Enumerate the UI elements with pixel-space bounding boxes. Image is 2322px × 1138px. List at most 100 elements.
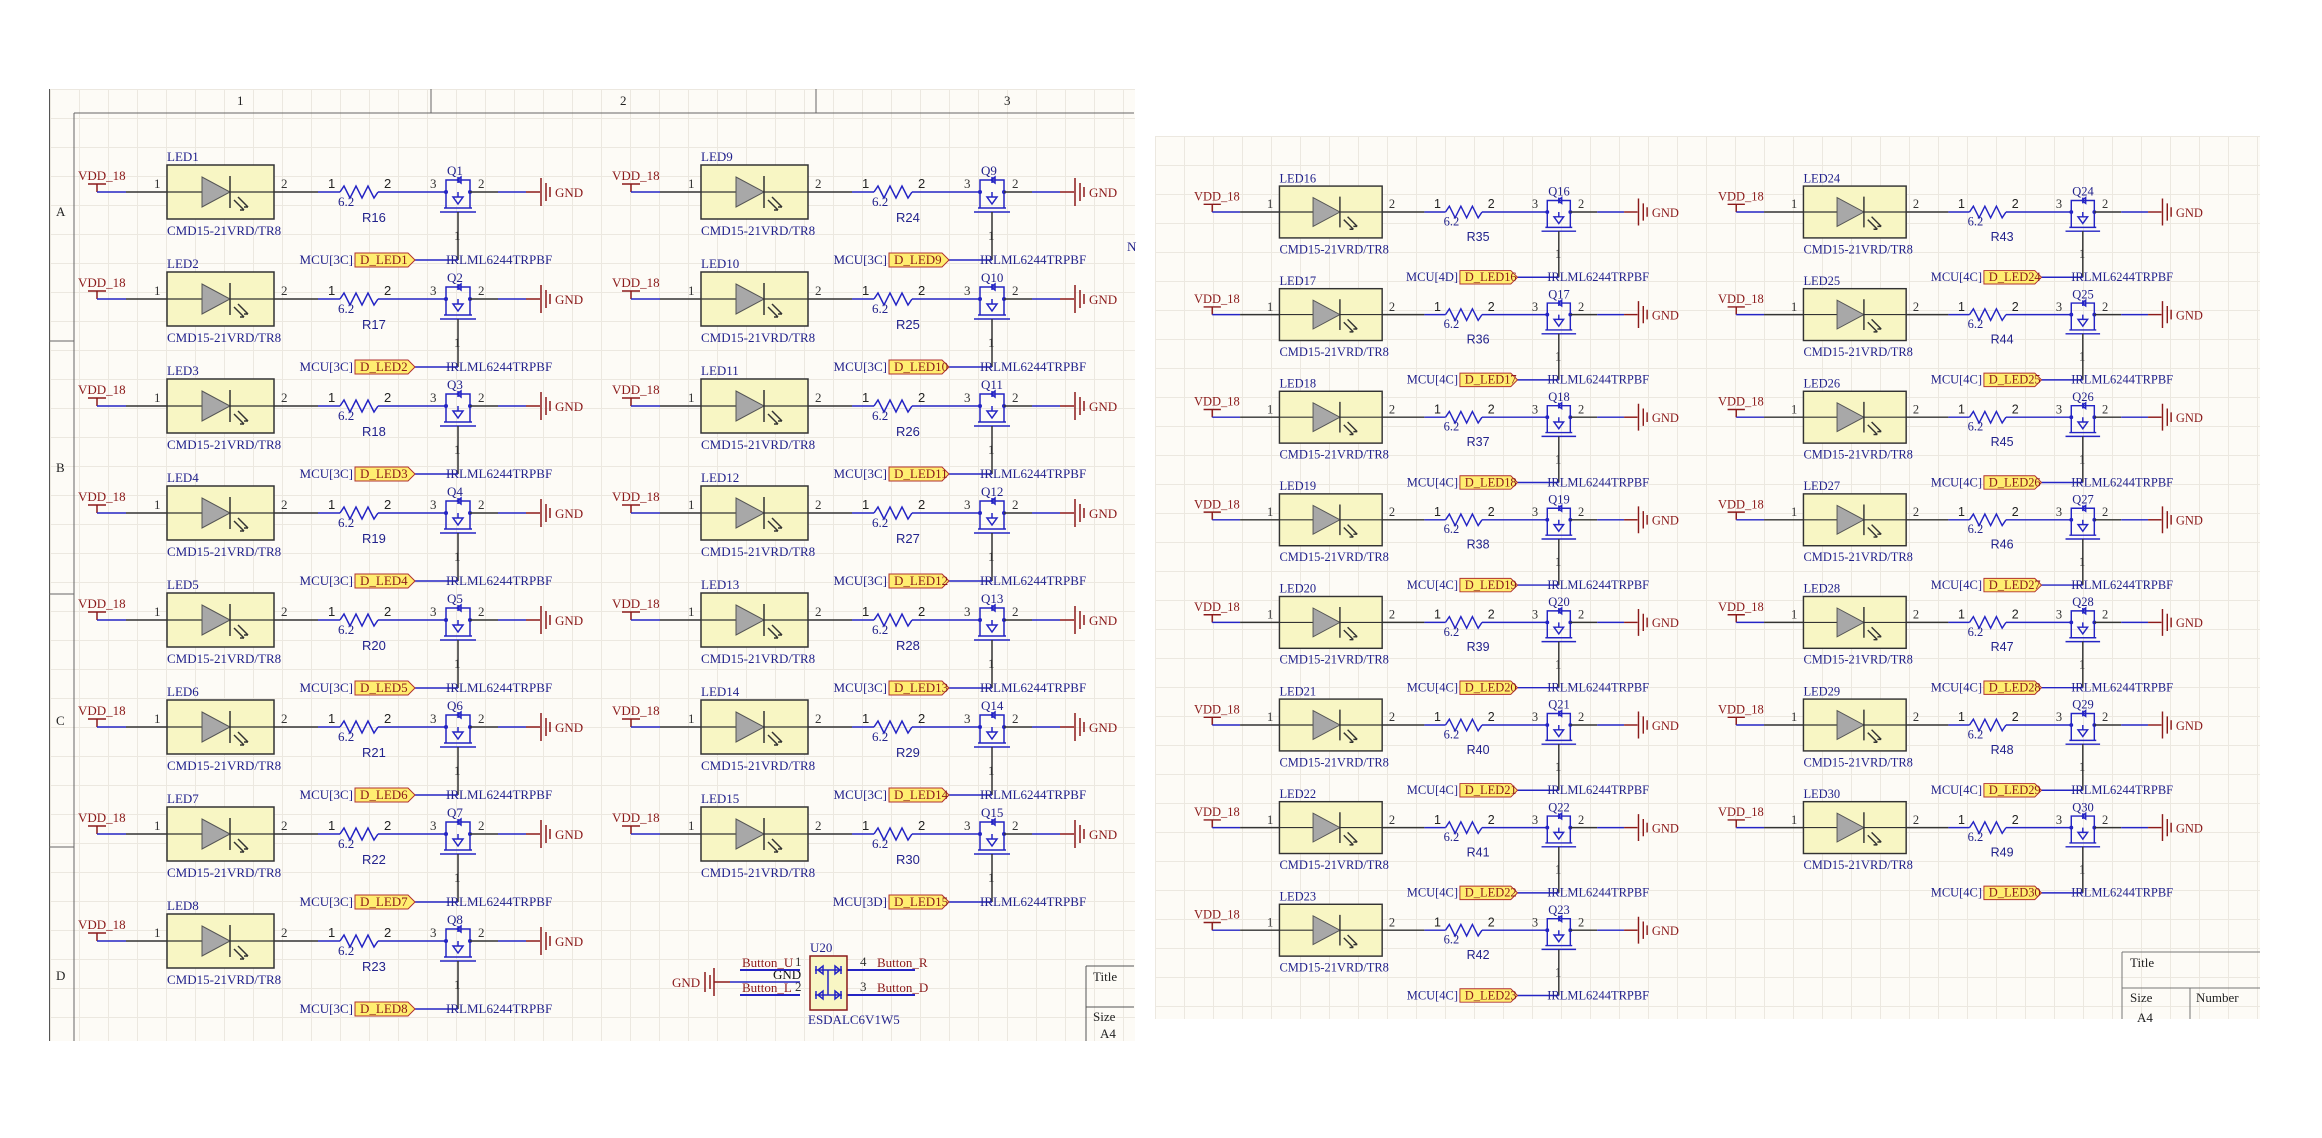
mosfet-icon[interactable]	[1541, 503, 1577, 540]
mosfet-icon[interactable]	[1541, 811, 1577, 848]
resistor-icon[interactable]	[1444, 922, 1483, 938]
net-port[interactable]	[1983, 475, 2043, 490]
resistor-icon[interactable]	[1444, 820, 1483, 835]
resistor-icon[interactable]	[1444, 409, 1483, 425]
pin-number: 3	[1532, 813, 1538, 827]
resistor-icon[interactable]	[1968, 820, 2007, 835]
net-port[interactable]	[1459, 783, 1519, 798]
resistor-icon[interactable]	[1444, 615, 1483, 630]
resistor-icon[interactable]	[339, 291, 379, 307]
mosfet-icon[interactable]	[440, 817, 476, 855]
net-port[interactable]	[354, 1001, 416, 1017]
size-label: Size	[1093, 1009, 1116, 1024]
resistor-icon[interactable]	[1444, 512, 1483, 528]
mosfet-icon[interactable]	[974, 389, 1010, 427]
net-port[interactable]	[1983, 680, 2043, 695]
mosfet-icon[interactable]	[974, 496, 1010, 534]
net-port[interactable]	[1459, 680, 1519, 695]
mosfet-icon[interactable]	[1541, 709, 1577, 745]
net-port[interactable]	[354, 680, 416, 696]
mosfet-icon[interactable]	[440, 175, 476, 213]
mosfet-icon[interactable]	[1541, 606, 1577, 643]
net-port[interactable]	[1459, 270, 1519, 285]
net-port[interactable]	[354, 359, 416, 375]
resistor-icon[interactable]	[1968, 307, 2007, 322]
resistor-icon[interactable]	[873, 612, 913, 628]
net-port[interactable]	[354, 466, 416, 482]
mosfet-icon[interactable]	[440, 710, 476, 748]
resistor-icon[interactable]	[339, 398, 379, 414]
mosfet-icon[interactable]	[974, 175, 1010, 213]
net-port[interactable]	[1459, 577, 1519, 593]
resistor-icon[interactable]	[1968, 512, 2007, 528]
mosfet-icon[interactable]	[1541, 401, 1577, 438]
net-port[interactable]	[888, 787, 950, 803]
esd-protection-u20[interactable]: GND GND Button_U Button_L Button_R Butto…	[672, 940, 928, 1027]
resistor-icon[interactable]	[339, 612, 379, 628]
led-ref: LED5	[167, 577, 199, 592]
resistor-icon[interactable]	[1968, 204, 2007, 220]
pin-number: 1	[688, 604, 695, 619]
net-port[interactable]	[1983, 372, 2043, 388]
mosfet-icon[interactable]	[440, 603, 476, 641]
mosfet-icon[interactable]	[974, 817, 1010, 855]
mosfet-icon[interactable]	[1541, 196, 1577, 232]
net-port[interactable]	[1459, 372, 1519, 388]
net-port[interactable]	[1459, 475, 1519, 490]
net-port[interactable]	[888, 573, 950, 589]
resistor-value: 6.2	[872, 408, 888, 423]
net-port[interactable]	[888, 359, 950, 375]
net-port[interactable]	[1983, 270, 2043, 285]
mosfet-icon[interactable]	[440, 924, 476, 962]
mosfet-icon[interactable]	[2065, 298, 2101, 335]
resistor-icon[interactable]	[339, 826, 379, 842]
mosfet-icon[interactable]	[440, 496, 476, 534]
resistor-icon[interactable]	[873, 826, 913, 842]
net-port[interactable]	[1983, 783, 2043, 798]
net-port[interactable]	[354, 573, 416, 589]
mosfet-icon[interactable]	[2065, 196, 2101, 232]
resistor-icon[interactable]	[339, 933, 379, 949]
gnd-label: GND	[2176, 719, 2203, 733]
net-port[interactable]	[888, 680, 950, 696]
mosfet-icon[interactable]	[1541, 914, 1577, 951]
net-port[interactable]	[888, 894, 950, 910]
mosfet-icon[interactable]	[974, 282, 1010, 320]
mosfet-icon[interactable]	[2065, 811, 2101, 848]
mosfet-icon[interactable]	[2065, 401, 2101, 438]
resistor-icon[interactable]	[339, 184, 379, 200]
mosfet-icon[interactable]	[2065, 709, 2101, 745]
resistor-icon[interactable]	[1968, 615, 2007, 630]
resistor-icon[interactable]	[873, 398, 913, 414]
resistor-icon[interactable]	[873, 291, 913, 307]
mosfet-icon[interactable]	[2065, 503, 2101, 540]
resistor-icon[interactable]	[873, 505, 913, 521]
pin-number: 2	[281, 390, 288, 405]
resistor-icon[interactable]	[873, 719, 913, 735]
net-port[interactable]	[354, 787, 416, 803]
mosfet-icon[interactable]	[440, 389, 476, 427]
net-port[interactable]	[354, 252, 416, 268]
resistor-icon[interactable]	[1444, 204, 1483, 220]
resistor-icon[interactable]	[873, 184, 913, 200]
net-port[interactable]	[354, 894, 416, 910]
resistor-icon[interactable]	[339, 719, 379, 735]
mosfet-icon[interactable]	[974, 710, 1010, 748]
resistor-icon[interactable]	[1968, 409, 2007, 425]
net-port[interactable]	[1459, 885, 1519, 901]
light-emission-icon	[1339, 196, 1358, 231]
net-port[interactable]	[888, 466, 950, 482]
mosfet-icon[interactable]	[2065, 606, 2101, 643]
net-port[interactable]	[1983, 577, 2043, 593]
net-port[interactable]	[888, 252, 950, 268]
resistor-icon[interactable]	[339, 505, 379, 521]
net-port[interactable]	[1459, 988, 1519, 1003]
resistor-icon[interactable]	[1968, 717, 2007, 733]
mosfet-icon[interactable]	[1541, 298, 1577, 335]
resistor-icon[interactable]	[1444, 307, 1483, 322]
mosfet-icon[interactable]	[440, 282, 476, 320]
resistor-icon[interactable]	[1444, 717, 1483, 733]
mosfet-icon[interactable]	[974, 603, 1010, 641]
net-port[interactable]	[1983, 885, 2043, 901]
